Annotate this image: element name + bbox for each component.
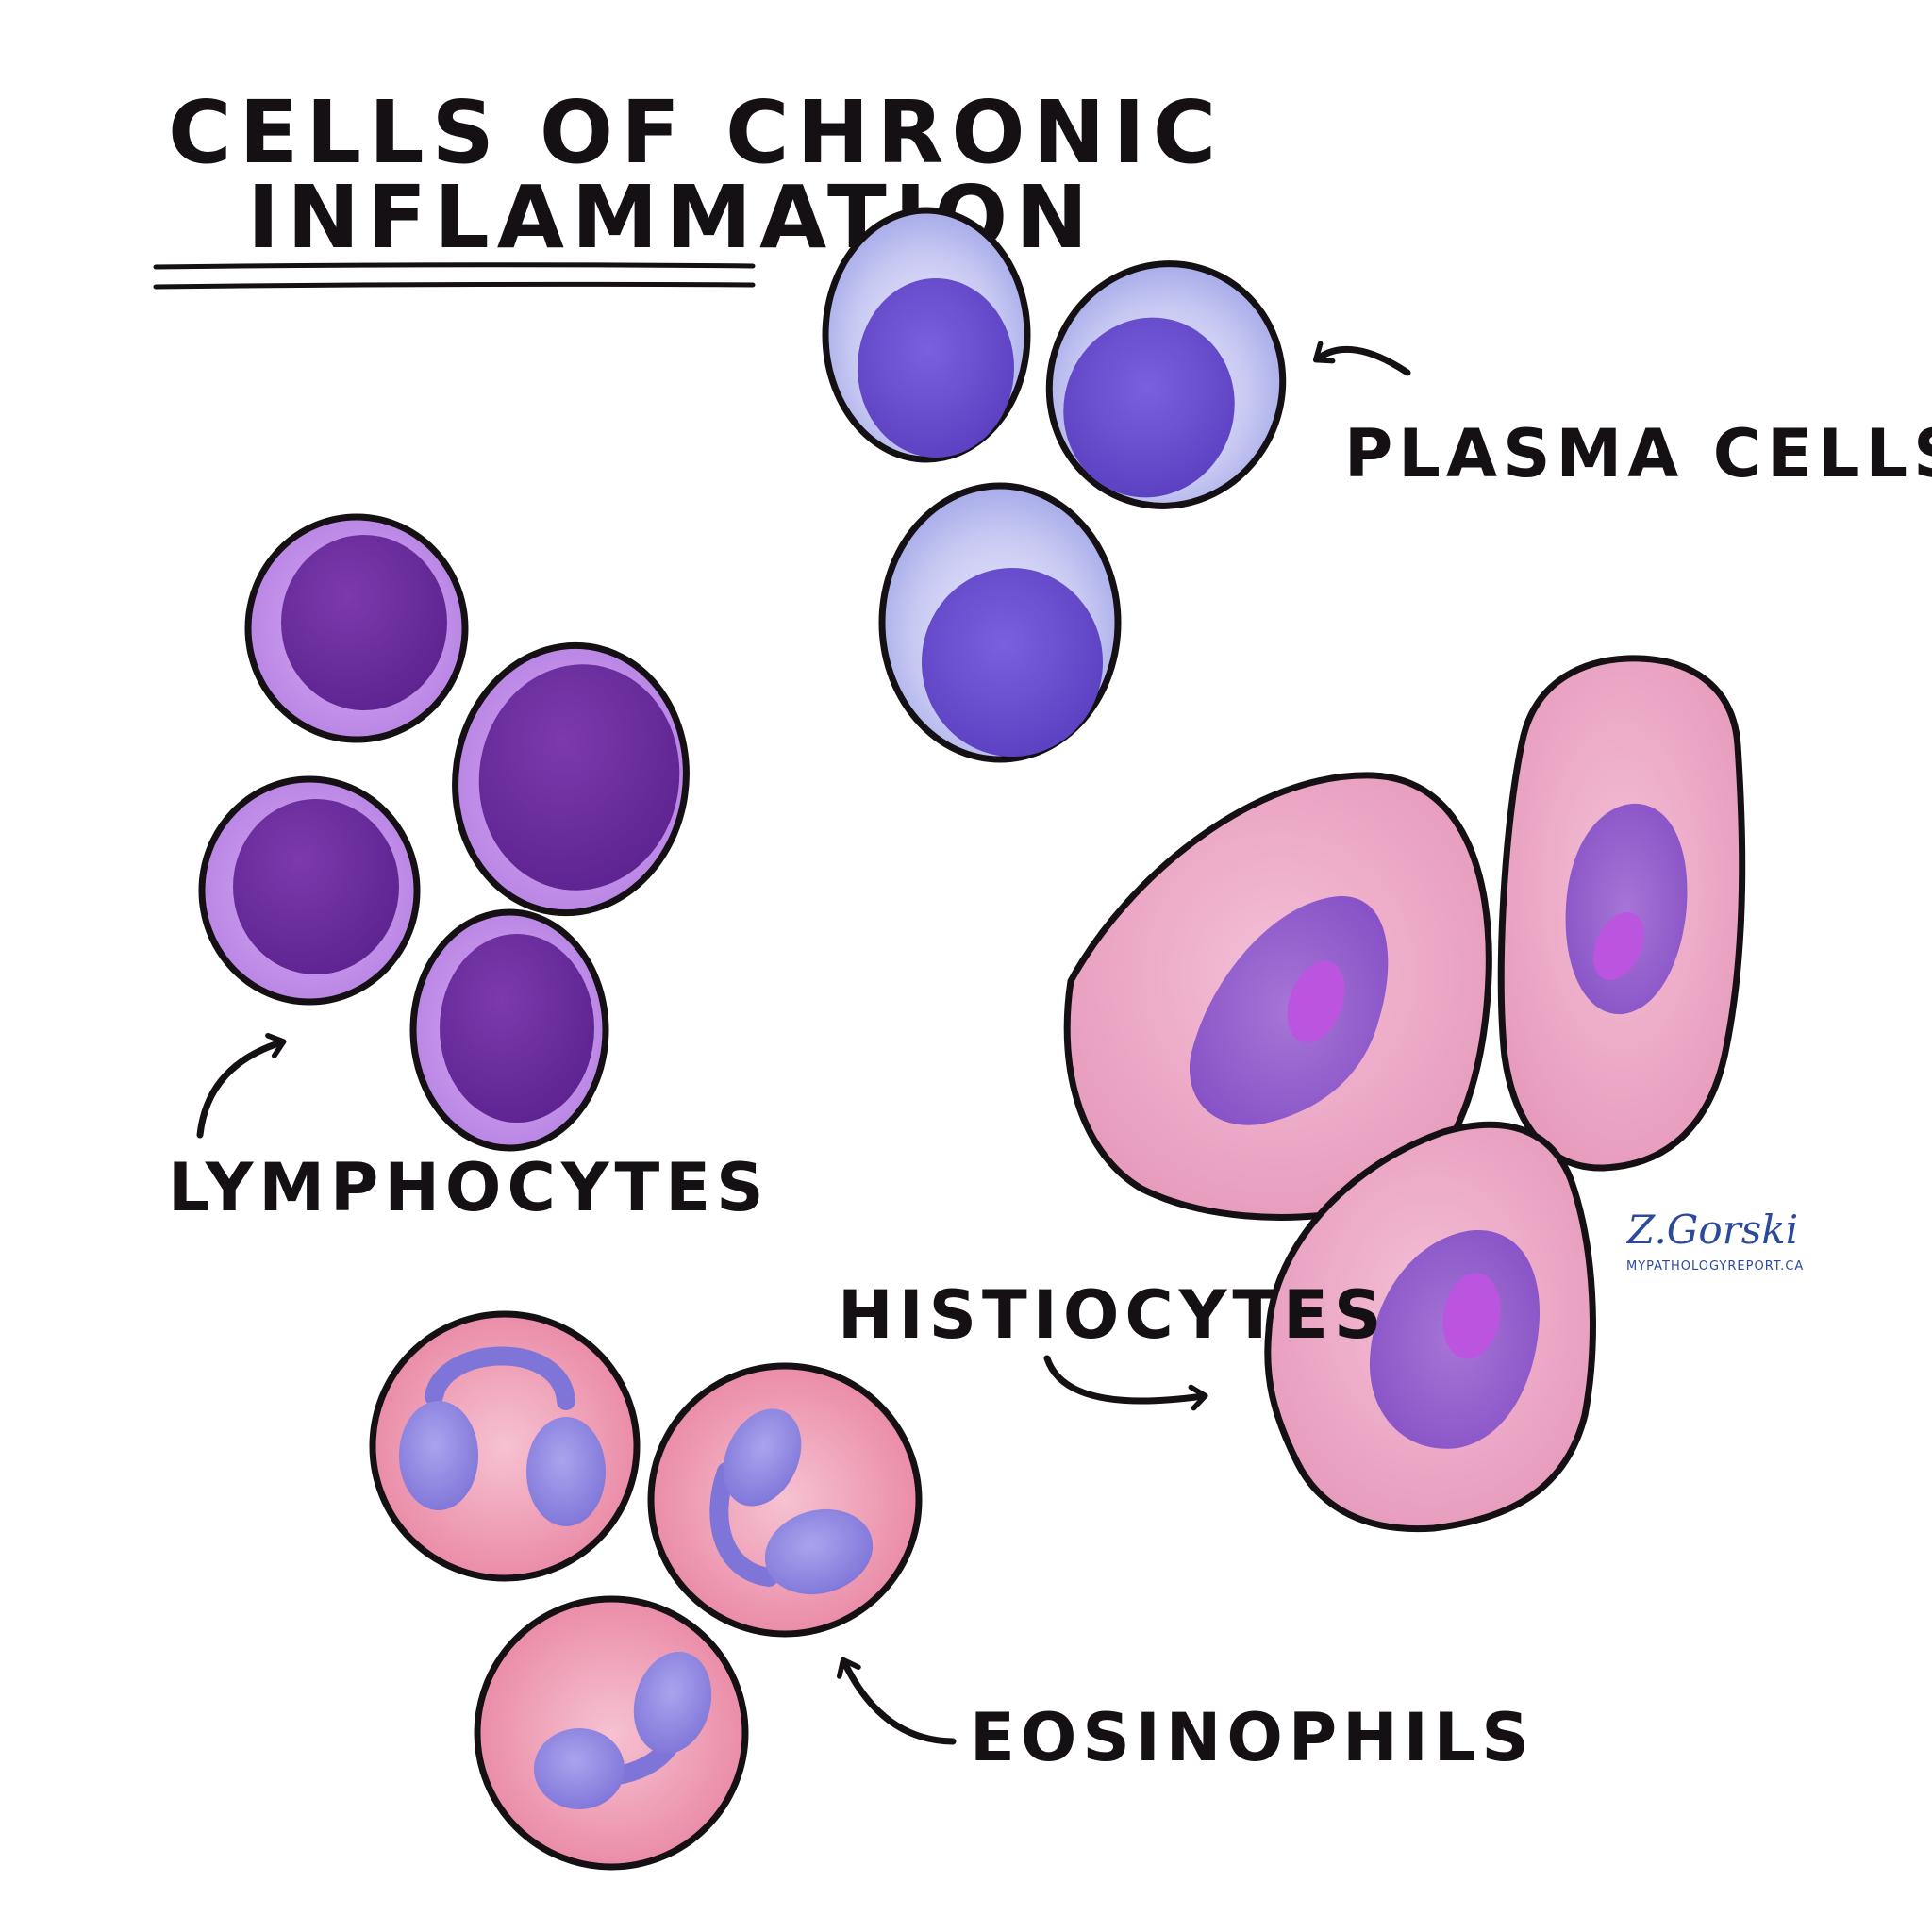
lymphocyte-nucleus-1 [281, 535, 447, 710]
eosinophil-lobe-2b [764, 1508, 874, 1595]
signature-name: Z.Gorski [1625, 1207, 1798, 1253]
eosinophil-nucleus-bridge-1 [425, 1346, 575, 1410]
histiocyte-1 [1063, 772, 1492, 1221]
histiocyte-nucleolus-2 [1592, 912, 1645, 980]
lymphocytes-group [198, 513, 690, 1152]
plasma-nucleus-2 [1063, 317, 1235, 498]
lymphocyte-4 [409, 908, 609, 1152]
eosinophil-1 [369, 1310, 641, 1582]
plasma-cells-arrow [1312, 341, 1411, 376]
title-block: CELLS OF CHRONIC INFLAMMATION [153, 82, 1224, 290]
plasma-cell-1 [822, 207, 1031, 463]
plasma-nucleus-1 [858, 278, 1014, 458]
lymphocyte-3 [198, 775, 421, 1006]
lymphocyte-nucleus-3 [233, 799, 399, 974]
signature-site: MYPATHOLOGYREPORT.CA [1626, 1259, 1804, 1274]
title-underline-top [153, 262, 756, 270]
lymphocyte-nucleus-4 [440, 934, 594, 1123]
histiocytes-group [1063, 655, 1746, 1533]
histiocytes-label: HISTIOCYTES [838, 1276, 1387, 1354]
eosinophil-lobe-1a [399, 1401, 478, 1510]
plasma-cell-3 [878, 482, 1122, 763]
title-line-1: CELLS OF CHRONIC [168, 82, 1224, 183]
signature: Z.Gorski MYPATHOLOGYREPORT.CA [1625, 1207, 1804, 1274]
eosinophil-lobe-1b [526, 1417, 606, 1526]
histiocyte-nucleolus-3 [1442, 1273, 1501, 1359]
lymphocyte-nucleus-2 [478, 664, 680, 891]
eosinophil-2 [647, 1362, 923, 1638]
plasma-cells-label: PLASMA CELLS [1344, 415, 1932, 492]
eosinophil-3 [474, 1595, 749, 1871]
eosinophils-label: EOSINOPHILS [970, 1699, 1535, 1776]
lymphocytes-label: LYMPHOCYTES [168, 1149, 769, 1226]
lymphocyte-2 [452, 641, 690, 917]
plasma-cells-group [822, 207, 1287, 763]
title-underline-bottom [153, 281, 756, 290]
histiocyte-nucleolus-1 [1287, 960, 1345, 1043]
lymphocytes-arrow [196, 1032, 287, 1139]
eosinophils-arrow [836, 1657, 957, 1745]
eosinophil-nucleus-bridge-2 [709, 1462, 778, 1587]
plasma-cell-2 [1045, 260, 1287, 509]
plasma-nucleus-3 [922, 568, 1103, 757]
eosinophils-group [369, 1310, 923, 1871]
eosinophil-lobe-3a [633, 1651, 712, 1755]
eosinophil-lobe-3b [534, 1728, 625, 1809]
histiocytes-arrow [1043, 1355, 1208, 1411]
histiocyte-3 [1264, 1121, 1596, 1533]
histiocyte-2 [1497, 655, 1746, 1172]
lymphocyte-1 [244, 513, 469, 743]
eosinophil-lobe-2a [723, 1408, 802, 1507]
